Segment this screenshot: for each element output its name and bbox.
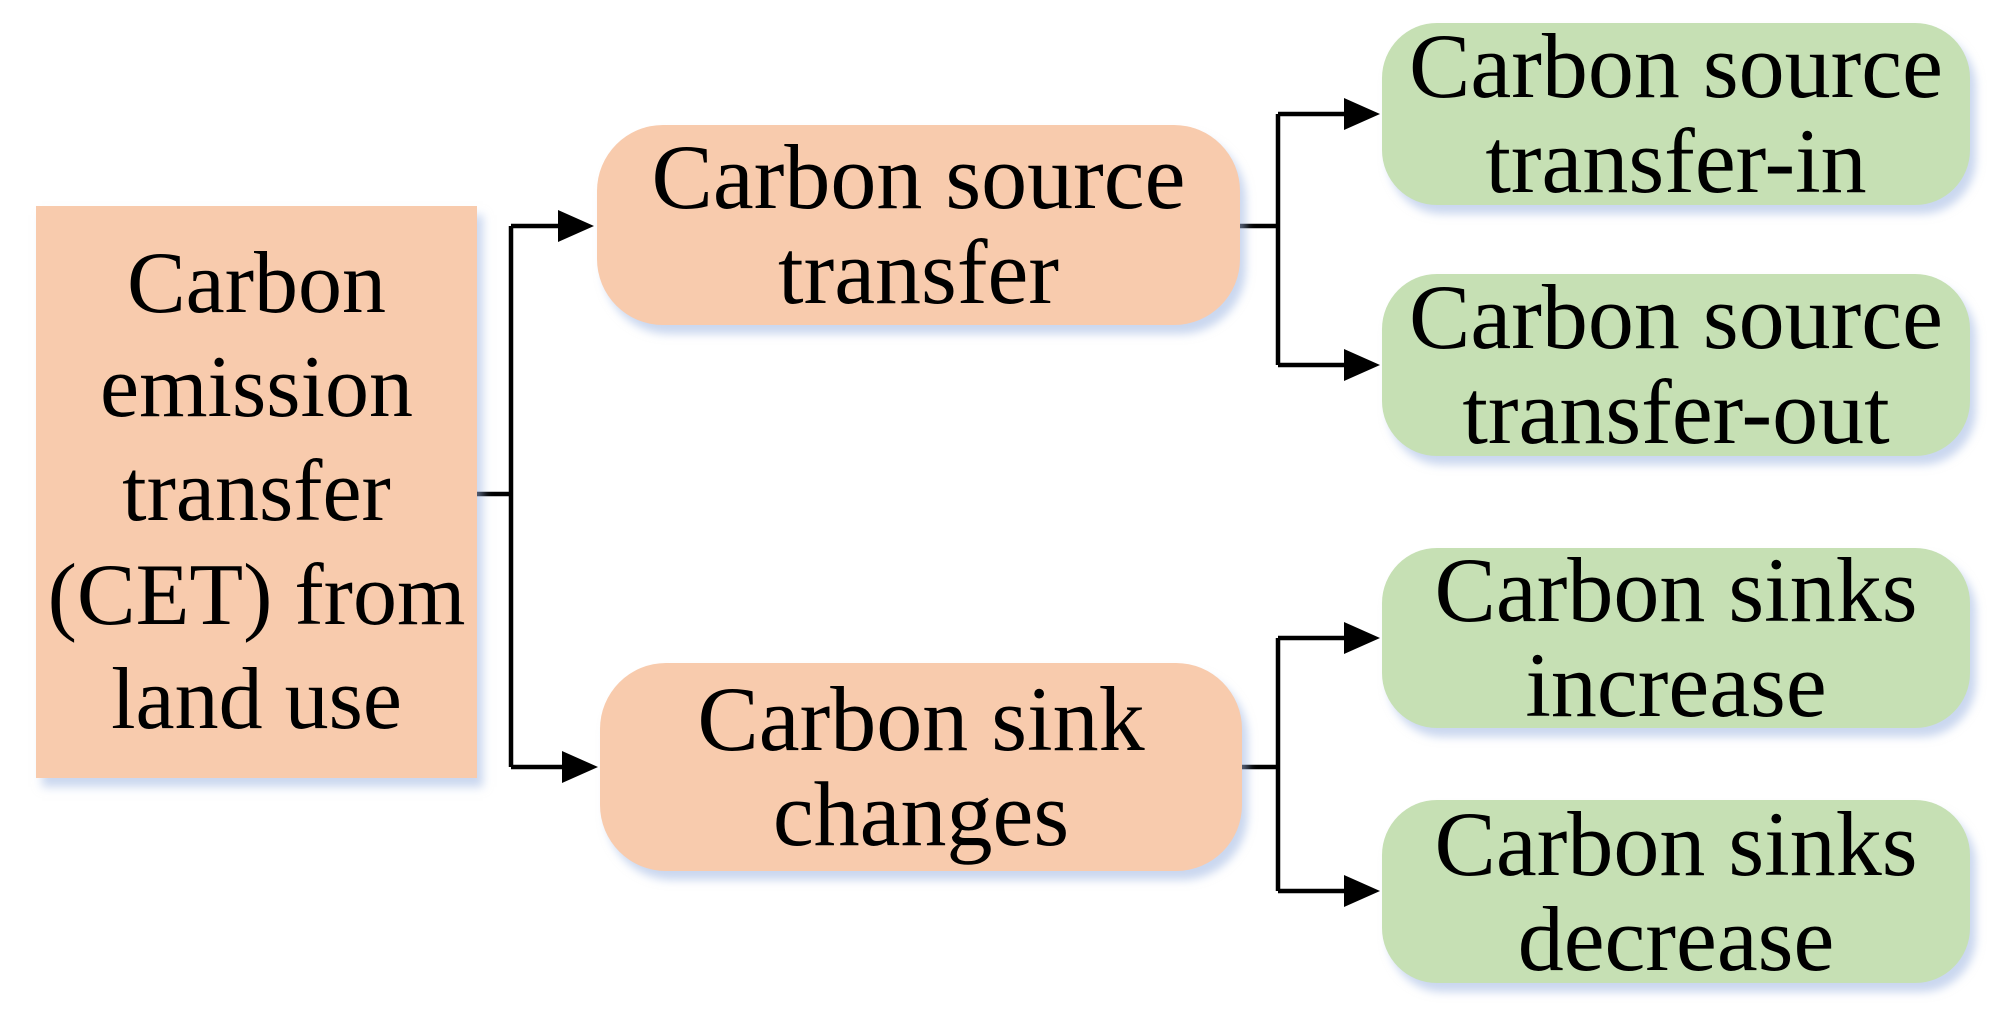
connector-line [1240, 635, 1348, 894]
arrowhead-to-sinks-increase [1344, 622, 1380, 654]
connector-root-branch [477, 210, 598, 783]
node-carbon-source-transfer-out: Carbon source transfer-out [1382, 270, 1970, 460]
arrowhead-to-source-transfer [558, 210, 594, 242]
node-carbon-sinks-increase: Carbon sinks increase [1382, 543, 1970, 733]
arrowhead-to-sinks-decrease [1344, 875, 1380, 907]
node-carbon-source-transfer-in: Carbon source transfer-in [1382, 19, 1970, 209]
connector-line [477, 223, 566, 770]
arrowhead-to-transfer-out [1344, 349, 1380, 381]
connector-line [1238, 111, 1348, 368]
arrowhead-to-transfer-in [1344, 98, 1380, 130]
node-carbon-source-transfer: Carbon source transfer [597, 125, 1240, 325]
node-carbon-sink-changes: Carbon sink changes [600, 663, 1242, 871]
node-carbon-emission-transfer: Carbon emission transfer (CET) from land… [36, 206, 477, 778]
connector-source-branch [1238, 98, 1380, 381]
node-carbon-sinks-decrease: Carbon sinks decrease [1382, 796, 1970, 986]
connector-sink-branch [1240, 622, 1380, 907]
arrowhead-to-sink-changes [562, 751, 598, 783]
